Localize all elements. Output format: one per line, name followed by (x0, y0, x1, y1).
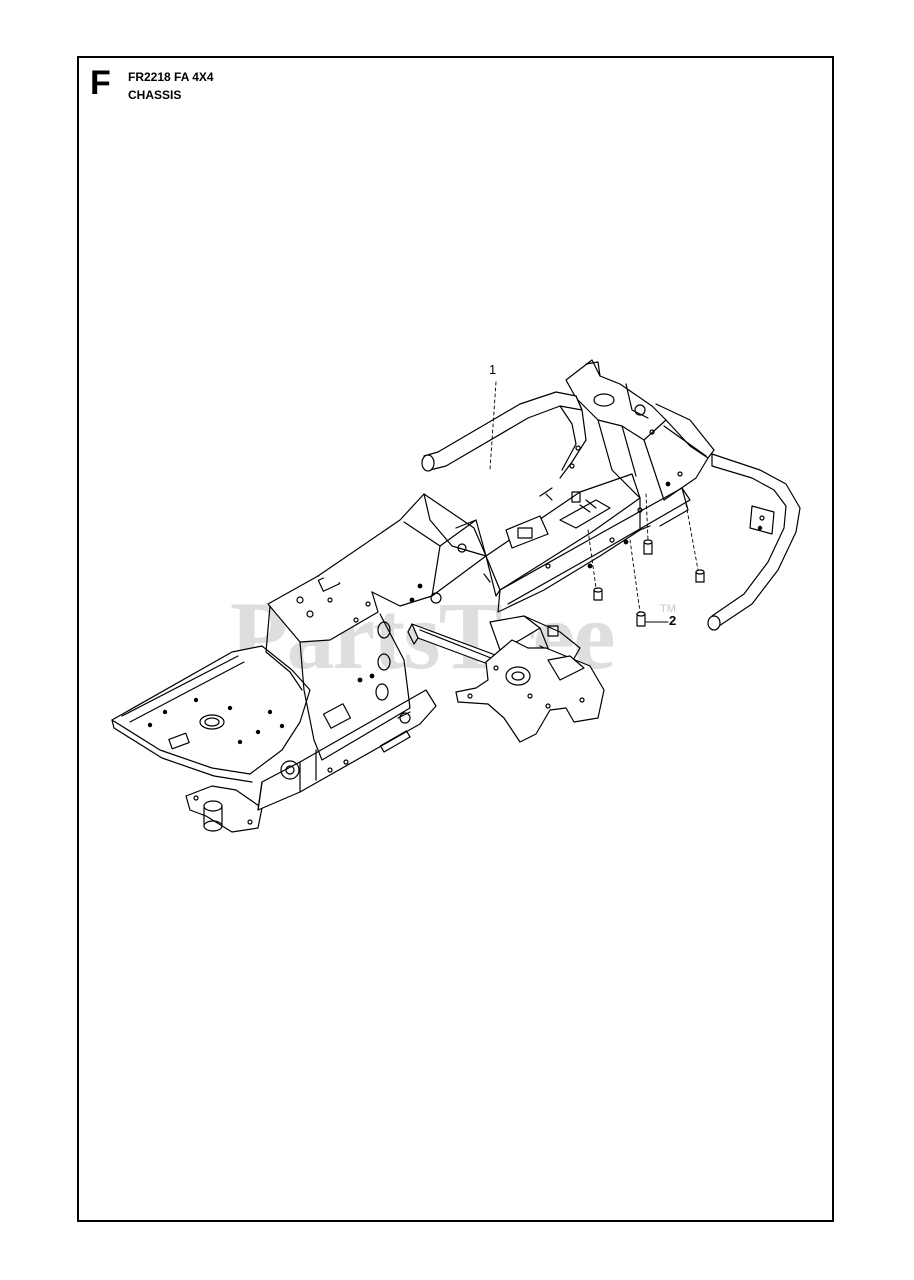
leader-lines (490, 382, 698, 612)
model-title: FR2218 FA 4X4 (128, 70, 214, 84)
steering-tower (566, 360, 714, 500)
section-title: CHASSIS (128, 88, 182, 102)
callout-label: 2 (669, 613, 677, 628)
watermark-trademark: TM (660, 603, 676, 615)
front-lower-rail (500, 488, 690, 604)
front-axle-bracket (456, 640, 604, 742)
fastener-nut (594, 588, 602, 600)
center-tunnel (486, 474, 642, 612)
fastener-nut (696, 570, 704, 582)
front-bumper-tube (708, 454, 800, 630)
fender-support (318, 494, 500, 606)
fasteners (594, 540, 704, 626)
callout-label: 1 (489, 362, 497, 377)
seat-pedestal-frame (266, 573, 410, 779)
rear-axle-bracket (186, 786, 262, 832)
left-side-rail (258, 690, 436, 810)
upper-tube (422, 392, 586, 478)
fastener-nut (637, 612, 645, 626)
rear-floor-plate (112, 646, 310, 782)
page-frame (77, 56, 834, 1222)
fastener-nut (644, 540, 652, 554)
section-letter: F (90, 64, 111, 102)
